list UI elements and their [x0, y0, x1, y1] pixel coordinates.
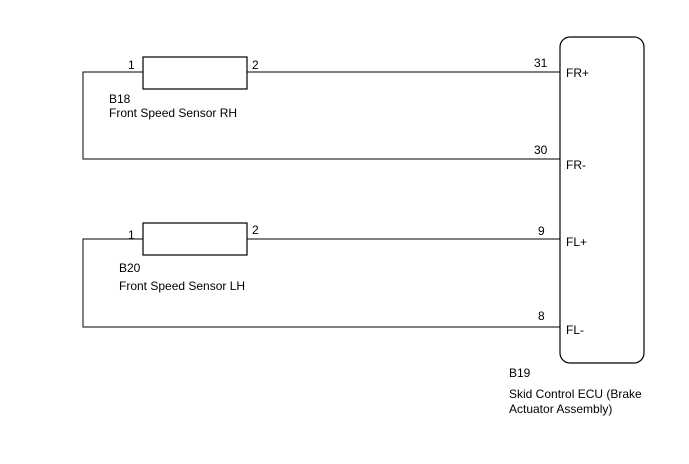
ecu-terminal-fl-minus-name: FL- — [566, 323, 584, 337]
ecu-terminal-fr-plus-pin: 31 — [534, 56, 548, 70]
sensor-rh-pin1: 1 — [128, 58, 135, 72]
sensor-lh-code: B20 — [119, 261, 141, 275]
ecu-code: B19 — [509, 366, 531, 380]
sensor-lh-pin1: 1 — [128, 228, 135, 242]
ecu-terminal-fl-minus-pin: 8 — [538, 309, 545, 323]
sensor-rh-code: B18 — [109, 92, 131, 106]
ecu-terminal-fr-minus-pin: 30 — [534, 143, 548, 157]
sensor-rh-pin2: 2 — [252, 58, 259, 72]
ecu-terminal-fr-minus-name: FR- — [566, 158, 586, 172]
sensor-lh-pin2: 2 — [252, 223, 259, 237]
ecu-name-line1: Skid Control ECU (Brake — [509, 387, 642, 401]
ecu-terminal-fl-plus-name: FL+ — [566, 235, 588, 249]
sensor-lh-body — [142, 222, 248, 256]
ecu-terminal-fr-plus-name: FR+ — [566, 66, 590, 80]
sensor-rh-name: Front Speed Sensor RH — [109, 106, 238, 120]
sensor-rh-body — [142, 56, 248, 90]
wire-lh-pin1-to-fl-minus — [82, 238, 560, 328]
sensor-lh-name: Front Speed Sensor LH — [119, 279, 246, 293]
ecu-box — [559, 36, 645, 364]
wire-rh-pin1-to-fr-minus — [82, 71, 560, 160]
ecu-name-line2: Actuator Assembly) — [509, 402, 613, 416]
ecu-terminal-fl-plus-pin: 9 — [538, 224, 545, 238]
